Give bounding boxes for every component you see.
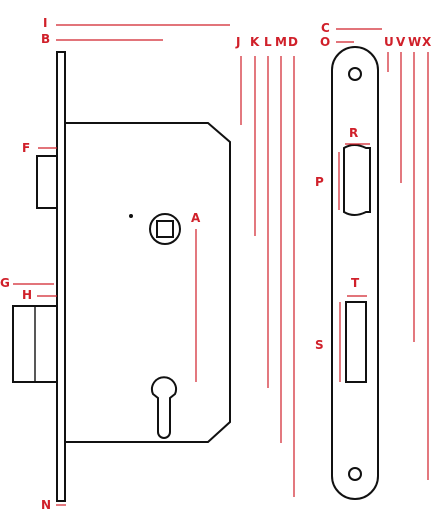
label-L: L [264,35,272,49]
label-I: I [43,16,48,30]
screw-dot [129,214,133,218]
top-screw-hole [348,67,362,81]
label-P: P [315,175,324,189]
label-N: N [41,498,52,512]
label-S: S [315,338,324,352]
label-T: T [351,276,360,290]
label-U: U [384,35,394,49]
label-X: X [422,35,432,49]
follower-square [156,220,174,238]
label-K: K [250,35,260,49]
front-plate [331,46,379,500]
bottom-screw-hole [348,467,362,481]
label-M: M [275,35,287,49]
label-H: H [22,288,33,302]
label-G: G [0,276,10,290]
bolt-opening [345,301,367,383]
label-D: D [288,35,298,49]
label-B: B [41,32,51,46]
lock-case [64,122,231,443]
label-J: J [236,35,241,49]
cylinder-hole [151,376,177,439]
label-V: V [396,35,406,49]
latch-bolt [36,155,58,209]
label-O: O [320,35,331,49]
label-F: F [22,141,31,155]
label-W: W [408,35,422,49]
label-R: R [349,126,359,140]
faceplate [56,51,66,502]
label-C: C [321,21,330,35]
label-A: A [191,211,201,225]
latch-opening [343,144,371,216]
